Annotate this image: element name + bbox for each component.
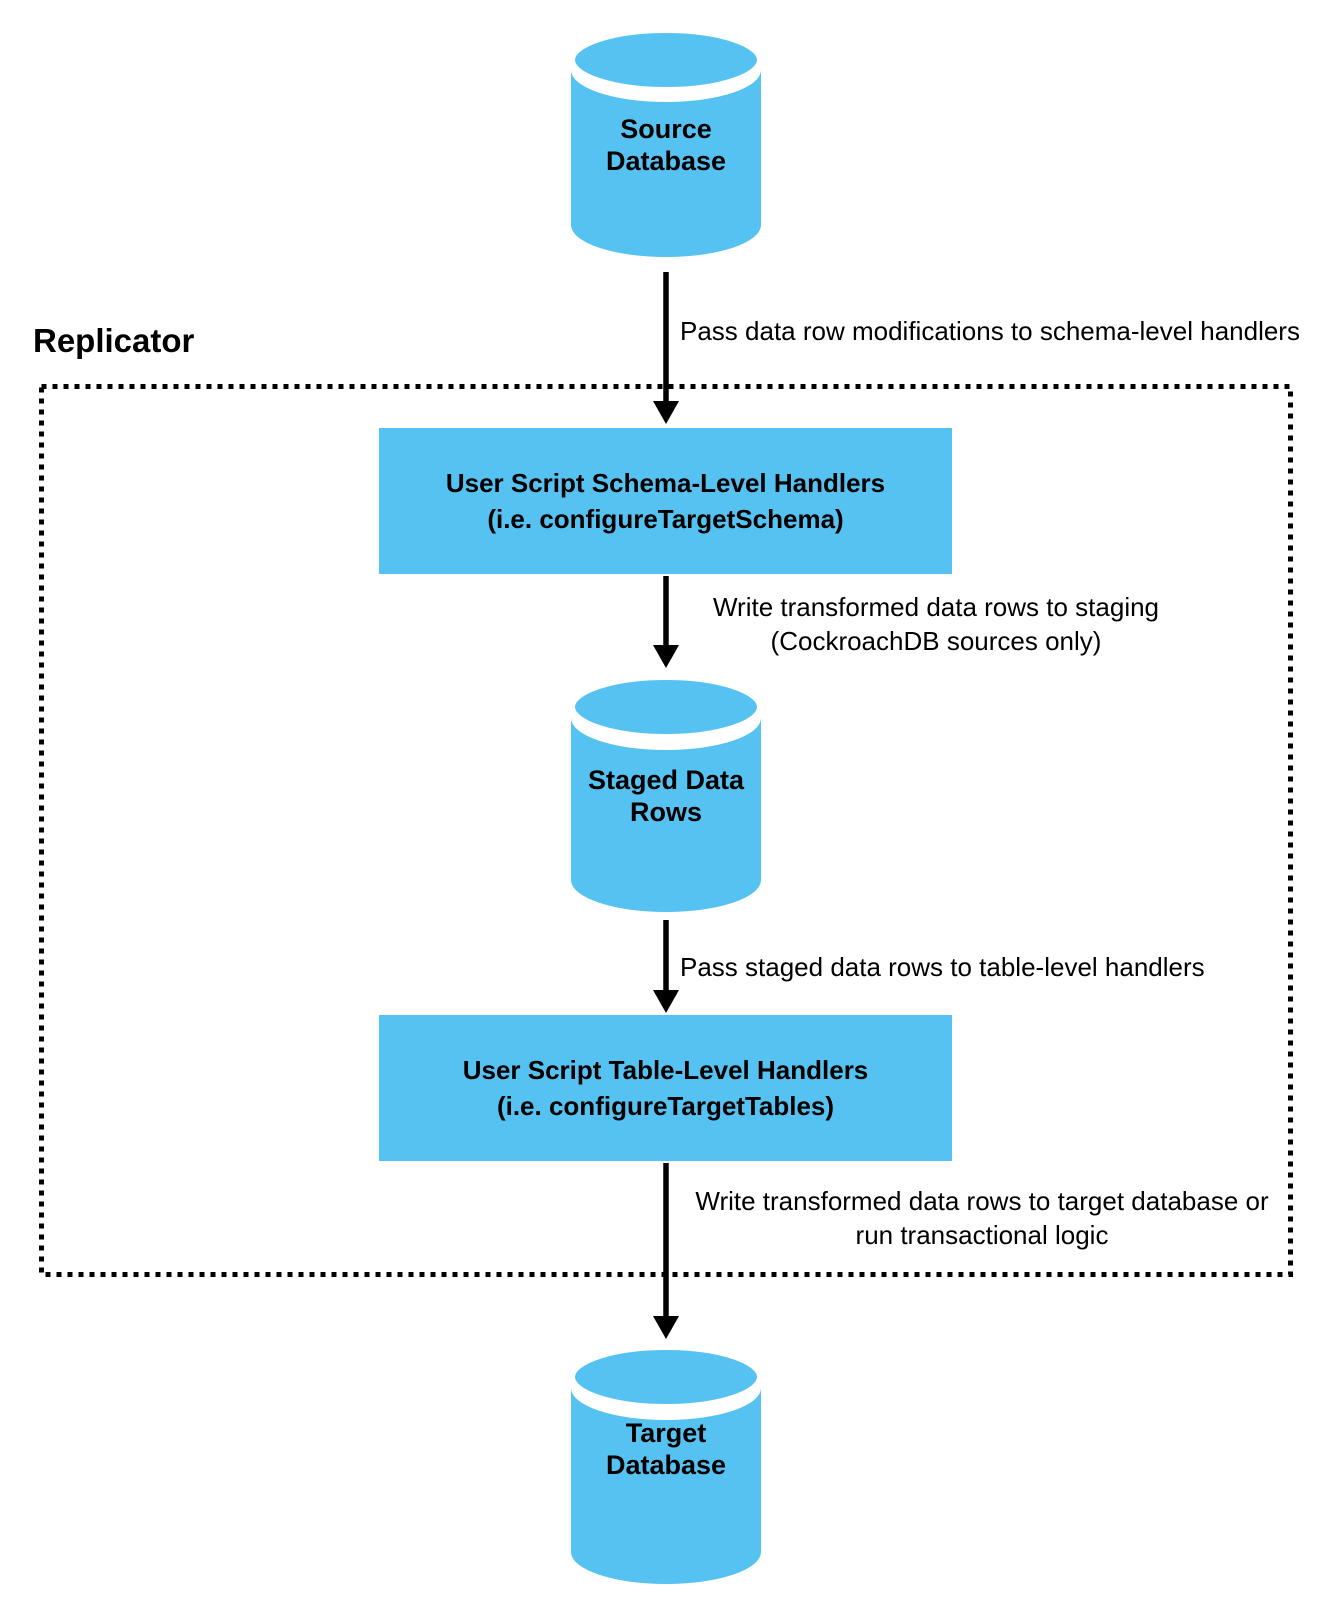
arrow-table-handlers-to-target [653, 1163, 679, 1339]
arrow-staged-to-table-handlers [653, 920, 679, 1013]
table-level-handlers-node: User Script Table-Level Handlers (i.e. c… [379, 1015, 952, 1161]
target-database-label-line2: Database [605, 1449, 727, 1480]
target-database-label: Target Database [570, 1340, 762, 1585]
database-cylinder-icon [570, 1342, 762, 1584]
edge-label-staged-to-table: Pass staged data rows to table-level han… [680, 952, 1205, 982]
schema-level-handlers-node: User Script Schema-Level Handlers (i.e. … [379, 428, 952, 574]
replicator-dashed-boundary [39, 384, 1293, 1277]
edge-label-schema-to-staged: Write transformed data rows to staging (… [666, 590, 1206, 658]
database-cylinder-icon [570, 25, 762, 257]
target-database-node: Target Database [570, 1340, 762, 1585]
edge-label-table-to-target: Write transformed data rows to target da… [660, 1184, 1304, 1252]
source-database-label-line1: Source [620, 114, 712, 144]
target-database-label-line1: Target [625, 1417, 707, 1448]
edge-label-schema-to-staged-line1: Write transformed data rows to staging [712, 592, 1160, 622]
schema-level-handlers-line2: (i.e. configureTargetSchema) [487, 504, 844, 534]
staged-data-rows-label: Staged Data Rows [570, 670, 762, 913]
database-cylinder-icon [570, 672, 762, 912]
replicator-title: Replicator [33, 322, 195, 359]
schema-level-handlers-line1: User Script Schema-Level Handlers [445, 468, 886, 498]
staged-data-rows-node: Staged Data Rows [570, 670, 762, 913]
edge-label-table-to-target-line1: Write transformed data rows to target da… [695, 1186, 1269, 1216]
table-level-handlers-line2: (i.e. configureTargetTables) [496, 1091, 835, 1121]
arrow-source-to-schema-handlers [653, 272, 679, 424]
source-database-label: Source Database [570, 24, 762, 258]
staged-data-rows-label-line1: Staged Data [587, 764, 745, 795]
table-level-handlers-line1: User Script Table-Level Handlers [462, 1055, 869, 1085]
staged-data-rows-label-line2: Rows [629, 796, 702, 827]
edge-label-table-to-target-line2: run transactional logic [855, 1220, 1109, 1250]
edge-label-schema-to-staged-line2: (CockroachDB sources only) [770, 626, 1102, 656]
source-database-node: Source Database [570, 24, 762, 258]
source-database-label-line2: Database [605, 146, 727, 176]
arrow-schema-handlers-to-staged [653, 576, 679, 668]
edge-label-source-to-schema: Pass data row modifications to schema-le… [680, 316, 1300, 346]
